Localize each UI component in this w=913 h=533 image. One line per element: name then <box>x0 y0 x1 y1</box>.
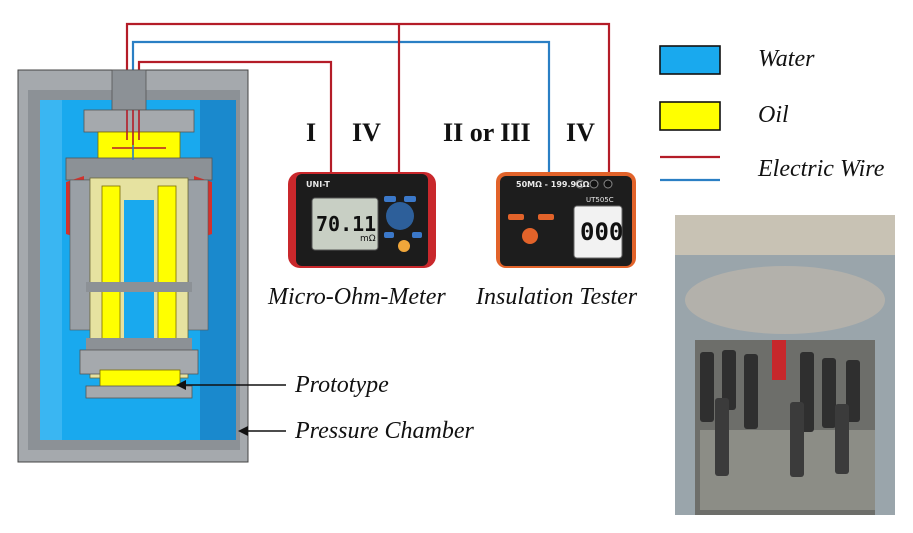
red-wire-iv-right <box>125 22 611 172</box>
wire-label-ii-or-iii: II or III <box>443 118 531 147</box>
insulation-tester-label: Insulation Tester <box>476 284 638 310</box>
legend-water-label: Water <box>758 46 815 72</box>
insulation-display: 000 <box>580 218 624 246</box>
micro-ohm-brand: UNI-T <box>306 180 330 189</box>
wire-label-i: I <box>306 118 317 147</box>
wire-label-iv-right: IV <box>566 118 595 147</box>
legend-oil-label: Oil <box>758 102 789 128</box>
insulation-tester-device <box>496 172 636 268</box>
prototype-assembly <box>65 109 213 399</box>
insulation-range: 50MΩ - 199.9GΩ <box>516 180 590 189</box>
micro-ohm-meter-device <box>288 172 436 268</box>
pressure-chamber-label: Pressure Chamber <box>295 418 474 444</box>
micro-ohm-meter-label: Micro-Ohm-Meter <box>268 284 446 310</box>
test-photo <box>675 215 895 515</box>
prototype-label: Prototype <box>295 372 389 398</box>
arrow-left-icon <box>176 380 286 390</box>
legend <box>659 45 721 182</box>
arrow-left-icon <box>238 426 286 436</box>
micro-ohm-display: 70.11 <box>316 212 377 236</box>
micro-ohm-unit: mΩ <box>360 234 376 244</box>
insulation-model: UT505C <box>586 196 614 204</box>
legend-electric-wire-label: Electric Wire <box>758 156 885 182</box>
wire-label-iv-left: IV <box>352 118 381 147</box>
blue-wire-ii-iii <box>131 40 551 172</box>
